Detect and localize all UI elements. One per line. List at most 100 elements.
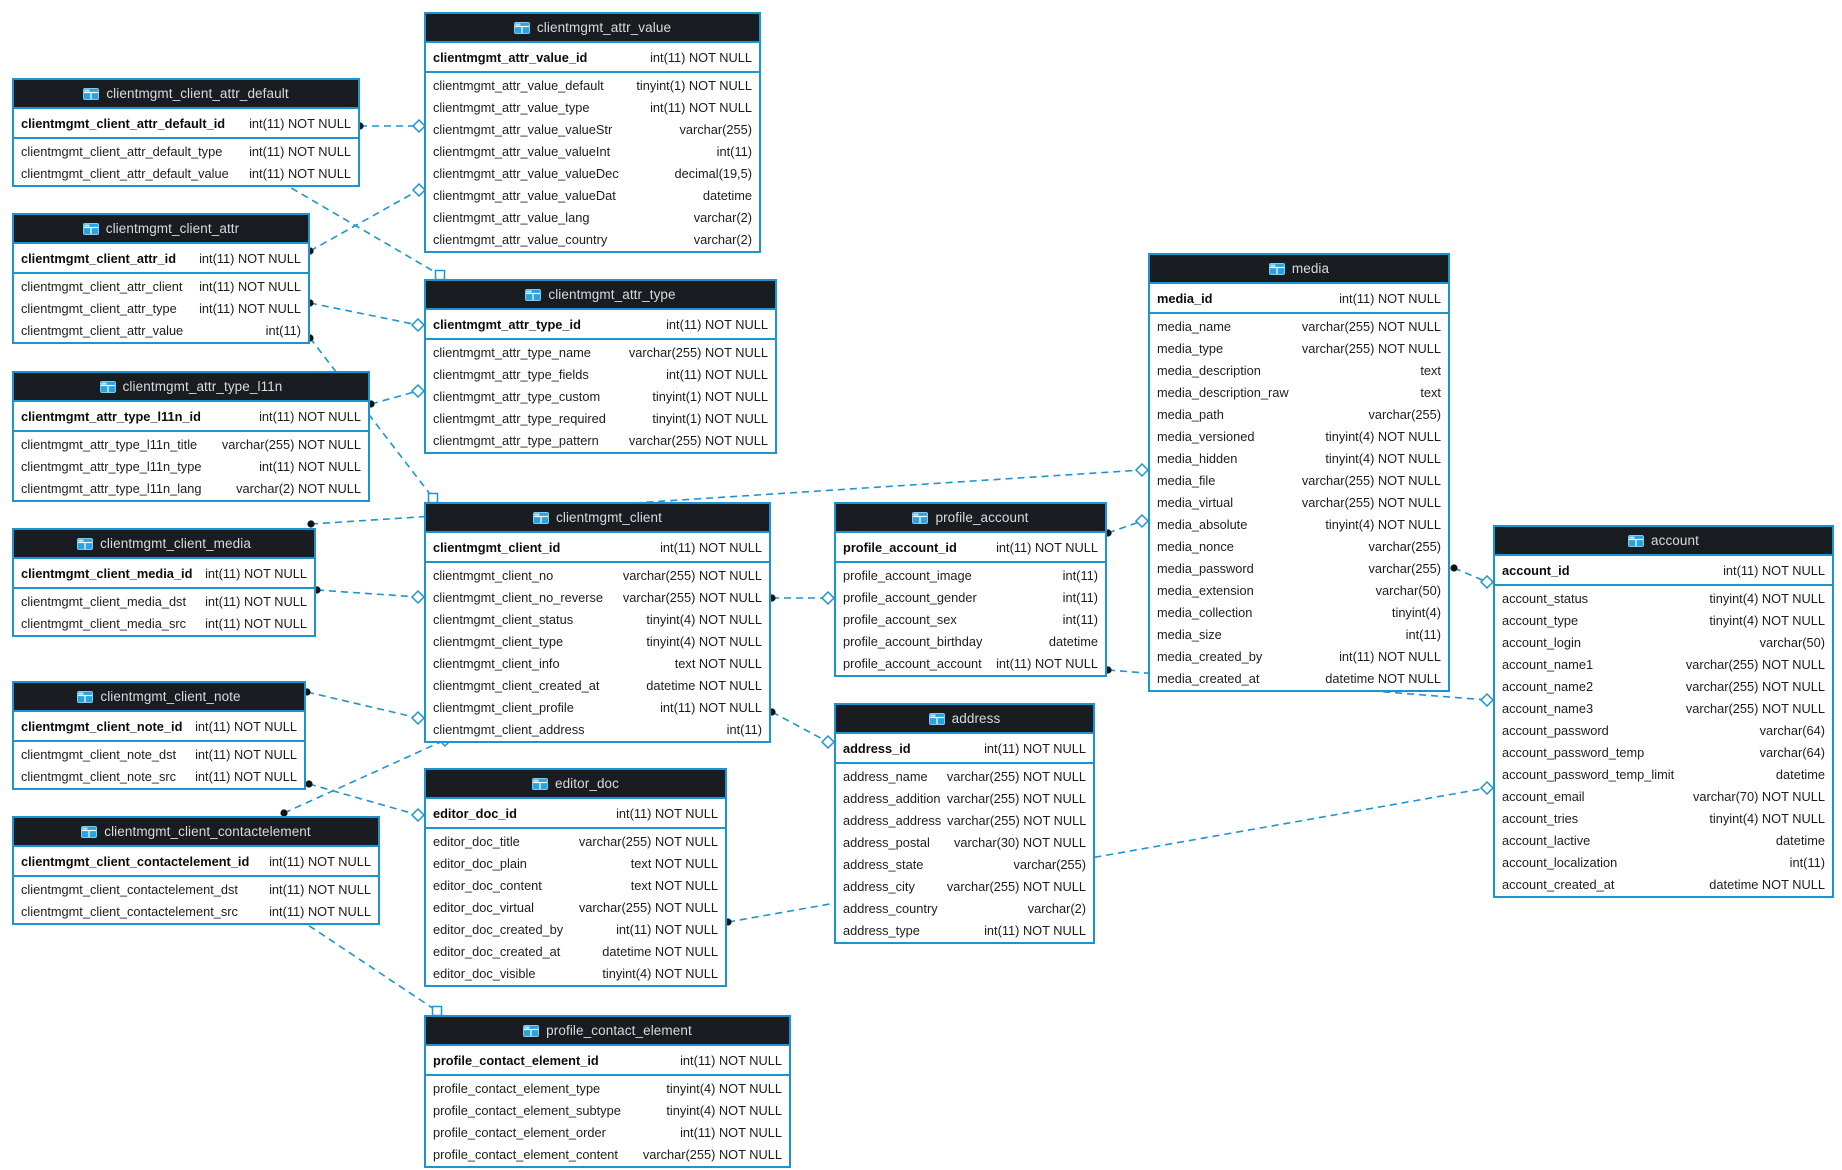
column-row[interactable]: profile_contact_element_content varchar(… — [426, 1143, 789, 1165]
table-header[interactable]: media — [1150, 255, 1448, 284]
column-row[interactable]: profile_account_birthday datetime — [836, 630, 1105, 652]
column-row[interactable]: clientmgmt_client_attr_default_type int(… — [14, 140, 358, 162]
primary-key-row[interactable]: address_id int(11) NOT NULL — [836, 734, 1093, 764]
column-row[interactable]: address_postal varchar(30) NOT NULL — [836, 831, 1093, 853]
primary-key-row[interactable]: profile_account_id int(11) NOT NULL — [836, 533, 1105, 563]
column-row[interactable]: clientmgmt_client_info text NOT NULL — [426, 652, 769, 674]
column-row[interactable]: account_tries tinyint(4) NOT NULL — [1495, 807, 1832, 829]
column-row[interactable]: clientmgmt_client_no varchar(255) NOT NU… — [426, 564, 769, 586]
column-row[interactable]: clientmgmt_attr_value_valueDec decimal(1… — [426, 162, 759, 184]
column-row[interactable]: clientmgmt_attr_type_l11n_title varchar(… — [14, 433, 368, 455]
table-clientmgmt_client_note[interactable]: clientmgmt_client_note clientmgmt_client… — [12, 681, 306, 790]
column-row[interactable]: media_nonce varchar(255) — [1150, 535, 1448, 557]
primary-key-row[interactable]: clientmgmt_attr_value_id int(11) NOT NUL… — [426, 43, 759, 73]
table-header[interactable]: clientmgmt_client_note — [14, 683, 304, 712]
column-row[interactable]: clientmgmt_client_no_reverse varchar(255… — [426, 586, 769, 608]
table-header[interactable]: clientmgmt_attr_value — [426, 14, 759, 43]
column-row[interactable]: clientmgmt_attr_type_name varchar(255) N… — [426, 341, 775, 363]
column-row[interactable]: clientmgmt_client_note_dst int(11) NOT N… — [14, 743, 304, 765]
column-row[interactable]: clientmgmt_attr_type_l11n_lang varchar(2… — [14, 477, 368, 499]
table-profile_account[interactable]: profile_account profile_account_id int(1… — [834, 502, 1107, 677]
table-header[interactable]: clientmgmt_client_contactelement — [14, 818, 378, 847]
column-row[interactable]: clientmgmt_client_profile int(11) NOT NU… — [426, 696, 769, 718]
column-row[interactable]: account_created_at datetime NOT NULL — [1495, 873, 1832, 895]
primary-key-row[interactable]: account_id int(11) NOT NULL — [1495, 556, 1832, 586]
column-row[interactable]: address_addition varchar(255) NOT NULL — [836, 787, 1093, 809]
column-row[interactable]: media_size int(11) — [1150, 623, 1448, 645]
column-row[interactable]: media_description text — [1150, 359, 1448, 381]
table-profile_contact_element[interactable]: profile_contact_element profile_contact_… — [424, 1015, 791, 1168]
column-row[interactable]: editor_doc_plain text NOT NULL — [426, 852, 725, 874]
column-row[interactable]: clientmgmt_attr_type_pattern varchar(255… — [426, 429, 775, 451]
column-row[interactable]: address_name varchar(255) NOT NULL — [836, 765, 1093, 787]
primary-key-row[interactable]: editor_doc_id int(11) NOT NULL — [426, 799, 725, 829]
column-row[interactable]: clientmgmt_client_contactelement_src int… — [14, 900, 378, 922]
column-row[interactable]: address_address varchar(255) NOT NULL — [836, 809, 1093, 831]
column-row[interactable]: editor_doc_created_by int(11) NOT NULL — [426, 918, 725, 940]
table-header[interactable]: editor_doc — [426, 770, 725, 799]
column-row[interactable]: clientmgmt_attr_value_lang varchar(2) — [426, 206, 759, 228]
column-row[interactable]: clientmgmt_client_created_at datetime NO… — [426, 674, 769, 696]
table-header[interactable]: clientmgmt_client_attr_default — [14, 80, 358, 109]
column-row[interactable]: clientmgmt_client_media_src int(11) NOT … — [14, 612, 314, 634]
column-row[interactable]: profile_contact_element_subtype tinyint(… — [426, 1099, 789, 1121]
table-clientmgmt_client_attr_default[interactable]: clientmgmt_client_attr_default clientmgm… — [12, 78, 360, 187]
column-row[interactable]: account_password_temp varchar(64) — [1495, 741, 1832, 763]
table-clientmgmt_client_media[interactable]: clientmgmt_client_media clientmgmt_clien… — [12, 528, 316, 637]
column-row[interactable]: media_created_at datetime NOT NULL — [1150, 667, 1448, 689]
column-row[interactable]: clientmgmt_client_address int(11) — [426, 718, 769, 740]
table-header[interactable]: clientmgmt_client_media — [14, 530, 314, 559]
table-header[interactable]: address — [836, 705, 1093, 734]
column-row[interactable]: clientmgmt_attr_value_valueDat datetime — [426, 184, 759, 206]
primary-key-row[interactable]: clientmgmt_attr_type_l11n_id int(11) NOT… — [14, 402, 368, 432]
primary-key-row[interactable]: clientmgmt_client_media_id int(11) NOT N… — [14, 559, 314, 589]
column-row[interactable]: account_name2 varchar(255) NOT NULL — [1495, 675, 1832, 697]
column-row[interactable]: clientmgmt_client_note_src int(11) NOT N… — [14, 765, 304, 787]
column-row[interactable]: editor_doc_title varchar(255) NOT NULL — [426, 830, 725, 852]
column-row[interactable]: account_localization int(11) — [1495, 851, 1832, 873]
column-row[interactable]: clientmgmt_attr_type_custom tinyint(1) N… — [426, 385, 775, 407]
column-row[interactable]: clientmgmt_client_status tinyint(4) NOT … — [426, 608, 769, 630]
column-row[interactable]: media_absolute tinyint(4) NOT NULL — [1150, 513, 1448, 535]
column-row[interactable]: clientmgmt_client_media_dst int(11) NOT … — [14, 590, 314, 612]
column-row[interactable]: clientmgmt_attr_type_required tinyint(1)… — [426, 407, 775, 429]
column-row[interactable]: editor_doc_content text NOT NULL — [426, 874, 725, 896]
column-row[interactable]: media_versioned tinyint(4) NOT NULL — [1150, 425, 1448, 447]
table-clientmgmt_attr_type_l11n[interactable]: clientmgmt_attr_type_l11n clientmgmt_att… — [12, 371, 370, 502]
column-row[interactable]: profile_contact_element_type tinyint(4) … — [426, 1077, 789, 1099]
table-address[interactable]: address address_id int(11) NOT NULL addr… — [834, 703, 1095, 944]
primary-key-row[interactable]: clientmgmt_attr_type_id int(11) NOT NULL — [426, 310, 775, 340]
column-row[interactable]: address_state varchar(255) — [836, 853, 1093, 875]
column-row[interactable]: account_password_temp_limit datetime — [1495, 763, 1832, 785]
table-clientmgmt_client_attr[interactable]: clientmgmt_client_attr clientmgmt_client… — [12, 213, 310, 344]
column-row[interactable]: media_type varchar(255) NOT NULL — [1150, 337, 1448, 359]
column-row[interactable]: clientmgmt_attr_value_country varchar(2) — [426, 228, 759, 250]
column-row[interactable]: media_extension varchar(50) — [1150, 579, 1448, 601]
column-row[interactable]: account_name1 varchar(255) NOT NULL — [1495, 653, 1832, 675]
table-editor_doc[interactable]: editor_doc editor_doc_id int(11) NOT NUL… — [424, 768, 727, 987]
column-row[interactable]: profile_account_gender int(11) — [836, 586, 1105, 608]
column-row[interactable]: clientmgmt_client_attr_value int(11) — [14, 319, 308, 341]
column-row[interactable]: profile_account_account int(11) NOT NULL — [836, 652, 1105, 674]
table-header[interactable]: profile_contact_element — [426, 1017, 789, 1046]
table-header[interactable]: clientmgmt_client — [426, 504, 769, 533]
column-row[interactable]: profile_account_sex int(11) — [836, 608, 1105, 630]
table-account[interactable]: account account_id int(11) NOT NULL acco… — [1493, 525, 1834, 898]
table-header[interactable]: account — [1495, 527, 1832, 556]
primary-key-row[interactable]: profile_contact_element_id int(11) NOT N… — [426, 1046, 789, 1076]
column-row[interactable]: clientmgmt_attr_type_l11n_type int(11) N… — [14, 455, 368, 477]
column-row[interactable]: media_virtual varchar(255) NOT NULL — [1150, 491, 1448, 513]
column-row[interactable]: editor_doc_created_at datetime NOT NULL — [426, 940, 725, 962]
column-row[interactable]: address_city varchar(255) NOT NULL — [836, 875, 1093, 897]
table-clientmgmt_attr_value[interactable]: clientmgmt_attr_value clientmgmt_attr_va… — [424, 12, 761, 253]
column-row[interactable]: clientmgmt_client_type tinyint(4) NOT NU… — [426, 630, 769, 652]
column-row[interactable]: account_email varchar(70) NOT NULL — [1495, 785, 1832, 807]
column-row[interactable]: account_lactive datetime — [1495, 829, 1832, 851]
table-clientmgmt_attr_type[interactable]: clientmgmt_attr_type clientmgmt_attr_typ… — [424, 279, 777, 454]
primary-key-row[interactable]: clientmgmt_client_note_id int(11) NOT NU… — [14, 712, 304, 742]
primary-key-row[interactable]: clientmgmt_client_contactelement_id int(… — [14, 847, 378, 877]
table-header[interactable]: clientmgmt_attr_type_l11n — [14, 373, 368, 402]
column-row[interactable]: clientmgmt_attr_value_valueInt int(11) — [426, 140, 759, 162]
column-row[interactable]: media_description_raw text — [1150, 381, 1448, 403]
primary-key-row[interactable]: clientmgmt_client_id int(11) NOT NULL — [426, 533, 769, 563]
